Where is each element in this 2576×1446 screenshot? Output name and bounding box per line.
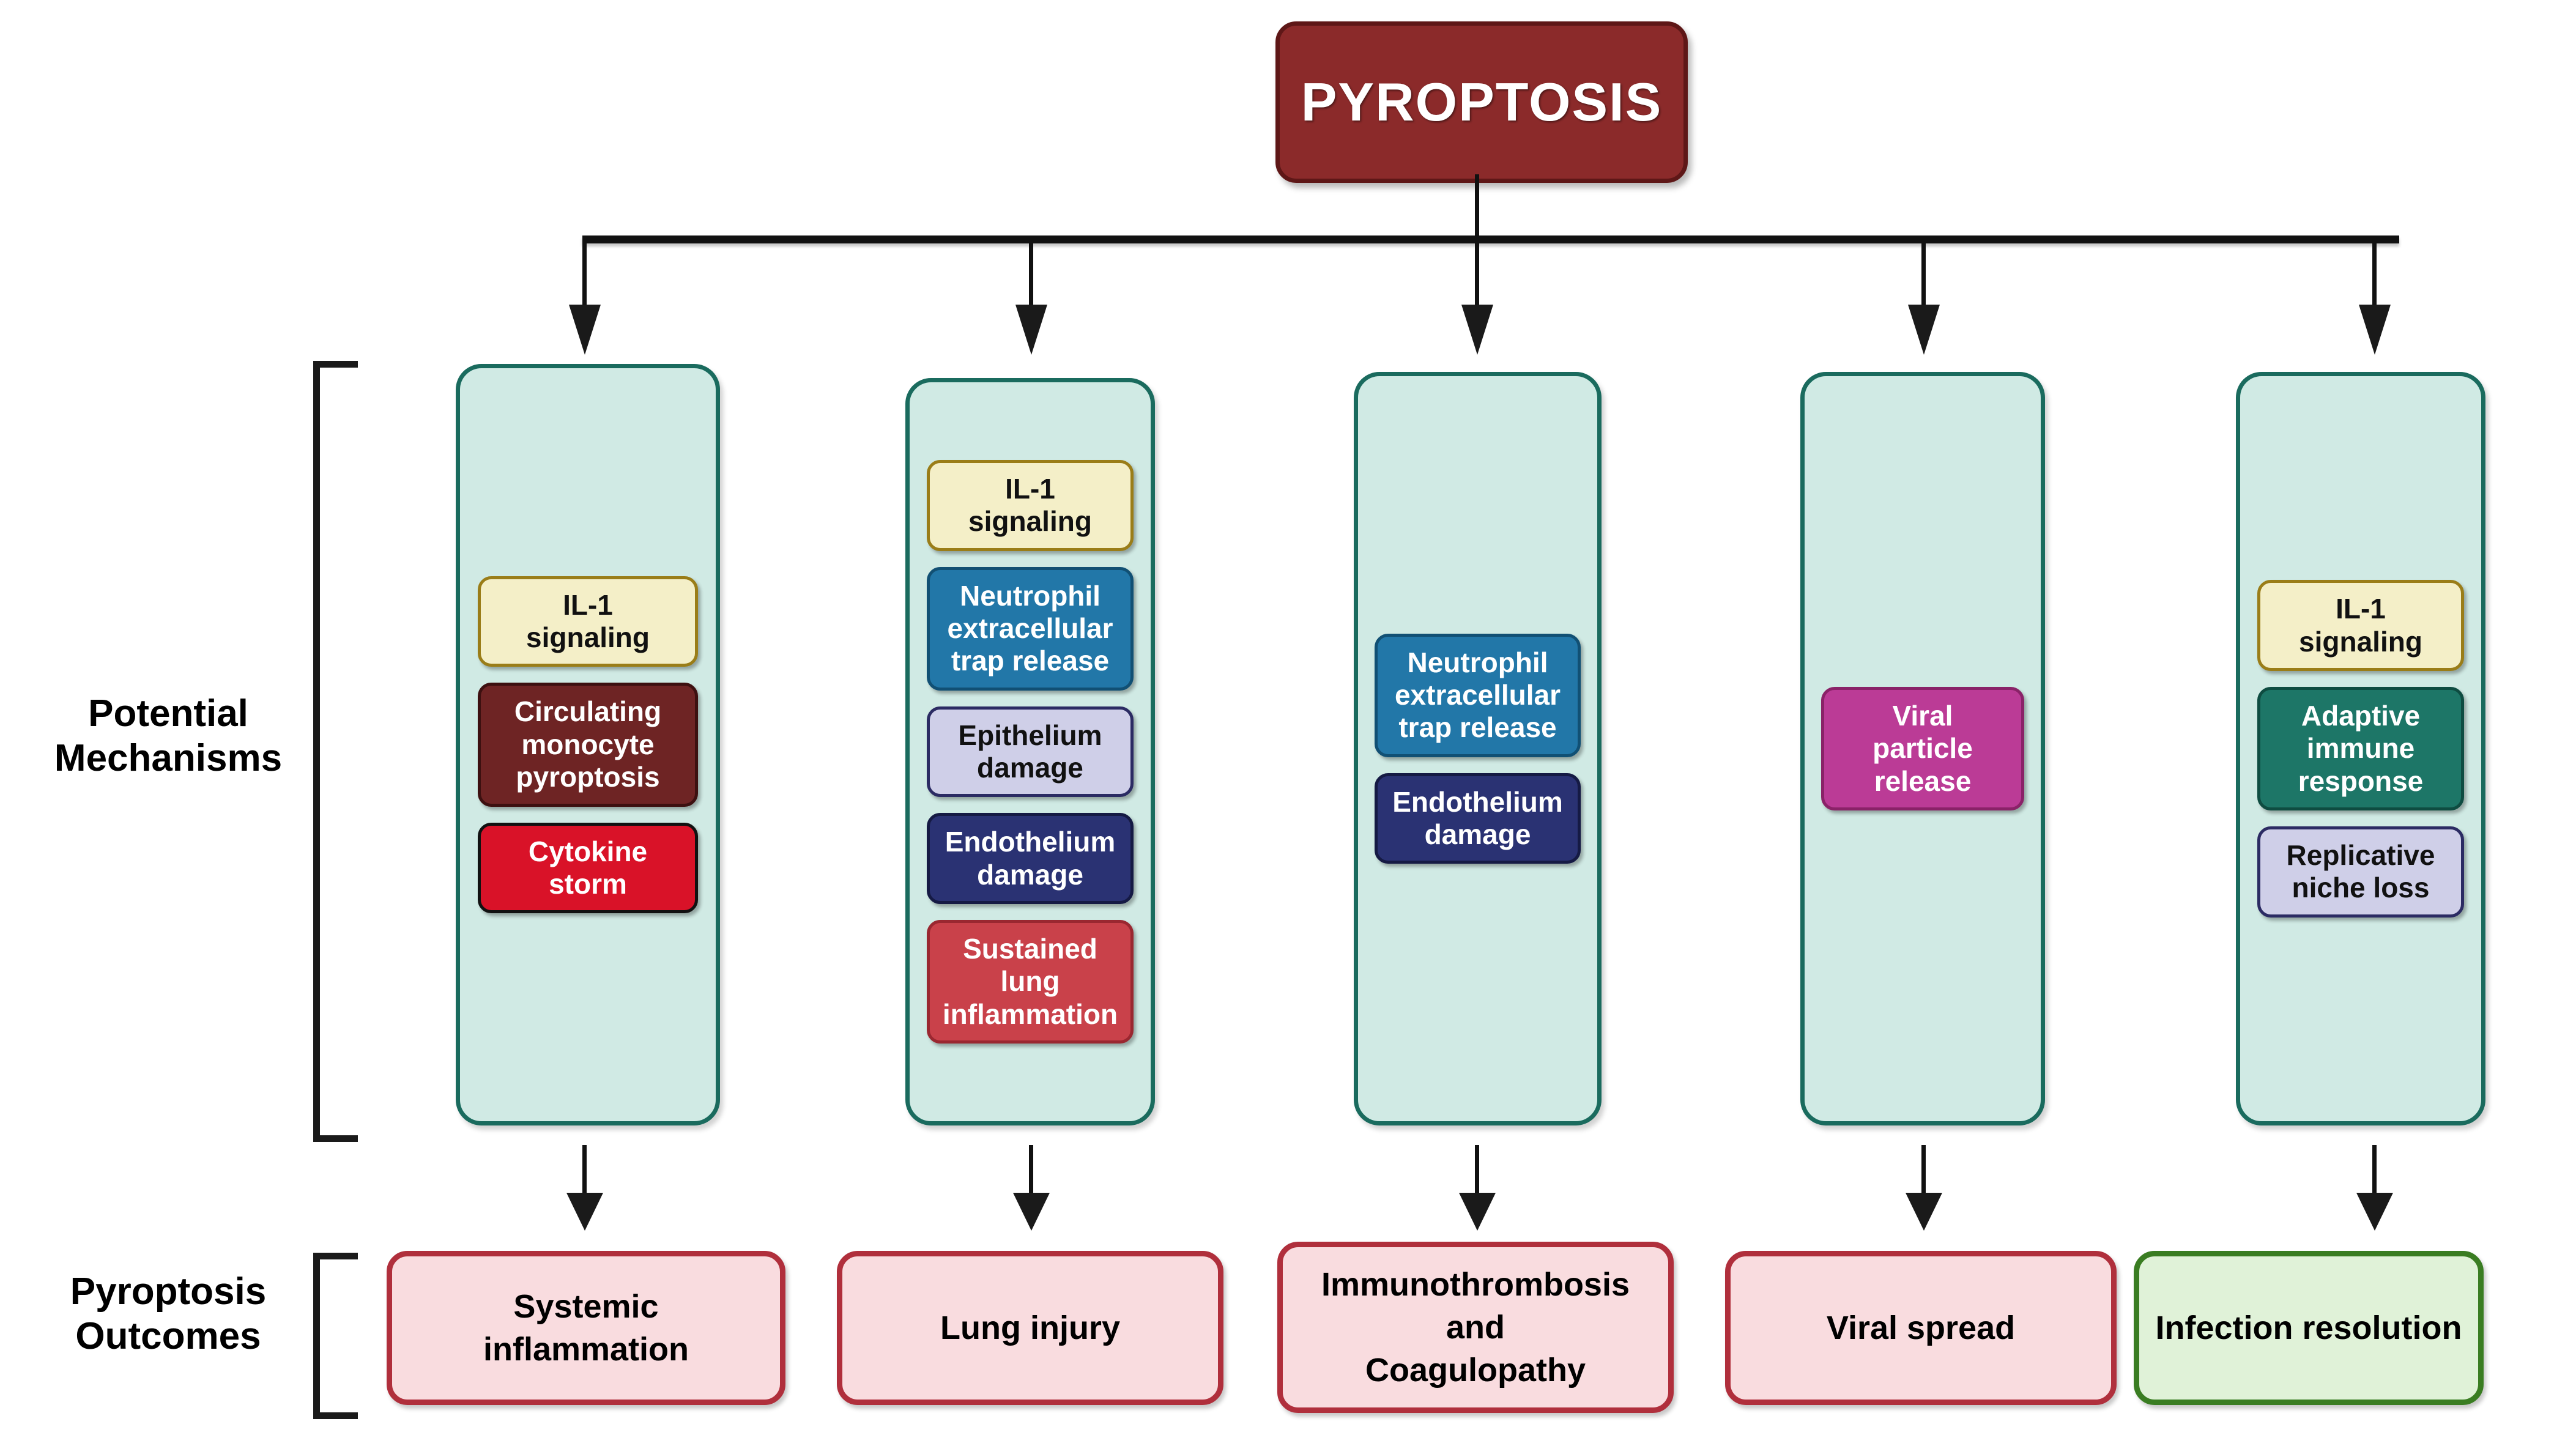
outcome-line-col-5 xyxy=(2372,1145,2377,1199)
outcome-line-col-1 xyxy=(582,1145,587,1199)
branch-line-col-4 xyxy=(1921,242,1926,310)
outcome-line-col-4 xyxy=(1921,1145,1926,1199)
branch-arrow-col-1 xyxy=(569,305,601,355)
row-label-potential-mechanisms: Potential Mechanisms xyxy=(24,691,312,780)
branch-line-col-1 xyxy=(582,242,587,310)
outcome-arrow-col-1 xyxy=(566,1193,603,1231)
branch-arrow-col-2 xyxy=(1015,305,1047,355)
outcome-line-col-2 xyxy=(1029,1145,1033,1199)
distribution-bus-line xyxy=(582,235,2399,243)
outcome-arrow-col-5 xyxy=(2356,1193,2393,1231)
row-label-line-2: Mechanisms xyxy=(54,737,283,780)
row-label-line-1: Pyroptosis xyxy=(70,1270,267,1313)
outcome-box-col-5: Infection resolution xyxy=(2134,1251,2484,1405)
outcome-box-col-2: Lung injury xyxy=(837,1251,1223,1405)
outcome-box-col-4: Viral spread xyxy=(1725,1251,2117,1405)
bracket-mechanisms xyxy=(313,361,358,1142)
outcome-line-col-3 xyxy=(1475,1145,1479,1199)
outcome-arrow-col-4 xyxy=(1906,1193,1942,1231)
row-label-pyroptosis-outcomes: Pyroptosis Outcomes xyxy=(24,1269,312,1359)
row-label-line-1: Potential xyxy=(88,692,248,735)
pyroptosis-title-node: PYROPTOSIS xyxy=(1275,21,1688,183)
bracket-outcomes xyxy=(313,1253,358,1419)
branch-line-col-2 xyxy=(1029,242,1033,310)
page-title: PYROPTOSIS xyxy=(1301,72,1663,132)
row-label-line-2: Outcomes xyxy=(75,1315,261,1358)
title-stem-line xyxy=(1475,174,1479,239)
branch-arrow-col-4 xyxy=(1908,305,1940,355)
branch-line-col-3 xyxy=(1475,242,1479,310)
branch-arrow-col-3 xyxy=(1461,305,1493,355)
outcome-arrow-col-2 xyxy=(1013,1193,1050,1231)
outcome-arrow-col-3 xyxy=(1459,1193,1496,1231)
branch-arrow-col-5 xyxy=(2359,305,2391,355)
branch-line-col-5 xyxy=(2372,242,2377,310)
